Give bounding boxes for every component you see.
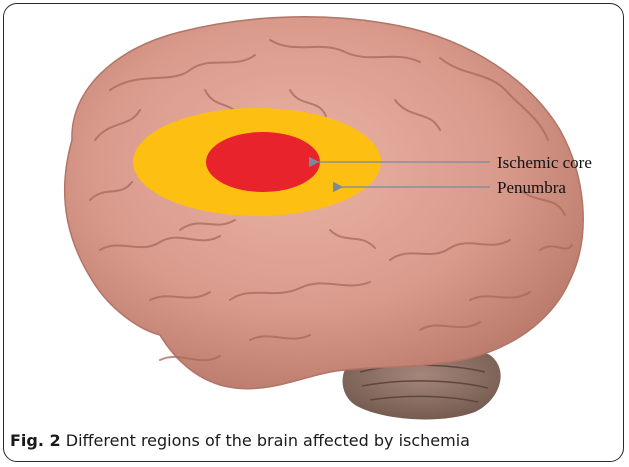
penumbra-label: Penumbra xyxy=(497,178,566,197)
figure-caption: Fig. 2 Different regions of the brain af… xyxy=(10,431,610,457)
caption-text: Different regions of the brain affected … xyxy=(66,431,470,450)
ischemic-core-label: Ischemic core xyxy=(497,153,592,172)
ischemic-core-region xyxy=(206,132,320,192)
brain-figure: Ischemic core Penumbra xyxy=(0,0,629,430)
figure-number: Fig. 2 xyxy=(10,431,61,450)
